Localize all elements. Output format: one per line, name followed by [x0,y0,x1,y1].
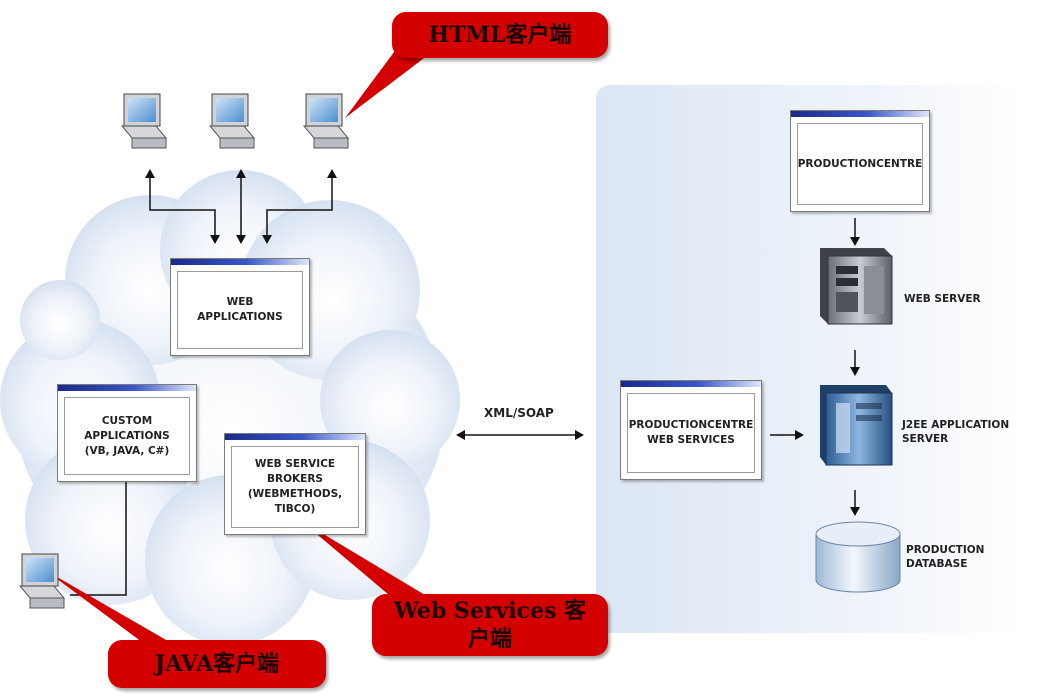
j2ee-label-line1: J2EE APPLICATION [902,419,1010,431]
ws-client-callout-line2: 户端 [467,626,512,652]
productioncentre-window: PRODUCTIONCENTRE [790,110,930,212]
custom-applications-label-line2: APPLICATIONS [84,429,170,442]
xml-soap-label: XML/SOAP [484,406,554,420]
j2ee-server-icon [820,385,893,466]
web-applications-label-line1: WEB [226,296,254,308]
left-connectors [70,175,856,596]
web-service-brokers-window: WEB SERVICE BROKERS (WEBMETHODS, TIBCO) [224,433,366,535]
computer-icon [120,93,168,149]
java-client-callout-text: JAVA客户端 [154,651,280,677]
j2ee-label-line2: SERVER [902,433,949,445]
computer-icon [302,93,350,149]
html-client-callout: HTML客户端 [392,12,608,58]
database-label: PRODUCTION DATABASE [906,543,984,571]
custom-applications-label-line3: (VB, JAVA, C#) [84,444,170,457]
custom-applications-label-line1: CUSTOM [101,414,153,427]
custom-applications-window: CUSTOM APPLICATIONS (VB, JAVA, C#) [57,384,197,482]
html-client-callout-text: HTML客户端 [428,22,572,48]
brokers-label-line2: BROKERS [267,473,323,485]
computer-icon [208,93,256,149]
brokers-label-line1: WEB SERVICE [254,458,336,470]
web-applications-label-line2: APPLICATIONS [197,311,283,323]
java-callout-pointer [45,570,180,648]
brokers-label-line3: (WEBMETHODS, TIBCO) [247,488,343,515]
server-panel [596,85,1026,633]
html-callout-pointer [345,44,432,118]
productioncentre-ws-window: PRODUCTIONCENTRE WEB SERVICES [620,380,762,480]
database-icon [815,521,901,593]
web-applications-window: WEB APPLICATIONS [170,258,310,356]
database-label-line1: PRODUCTION [906,544,985,556]
web-server-icon [820,248,893,325]
ws-client-callout-line1: Web Services 客 [393,598,586,624]
j2ee-label: J2EE APPLICATION SERVER [902,418,1009,446]
web-services-client-callout: Web Services 客 户端 [372,594,608,656]
productioncentre-window-label: PRODUCTIONCENTRE [797,157,923,170]
product-ws-label-line2: WEB SERVICES [647,434,735,446]
web-server-label: WEB SERVER [904,293,981,305]
java-client-callout: JAVA客户端 [108,640,326,688]
database-label-line2: DATABASE [906,558,968,570]
ws-callout-pointer [300,520,440,604]
computer-icon [18,553,66,609]
product-ws-label-line1: PRODUCTIONCENTRE [628,419,754,431]
